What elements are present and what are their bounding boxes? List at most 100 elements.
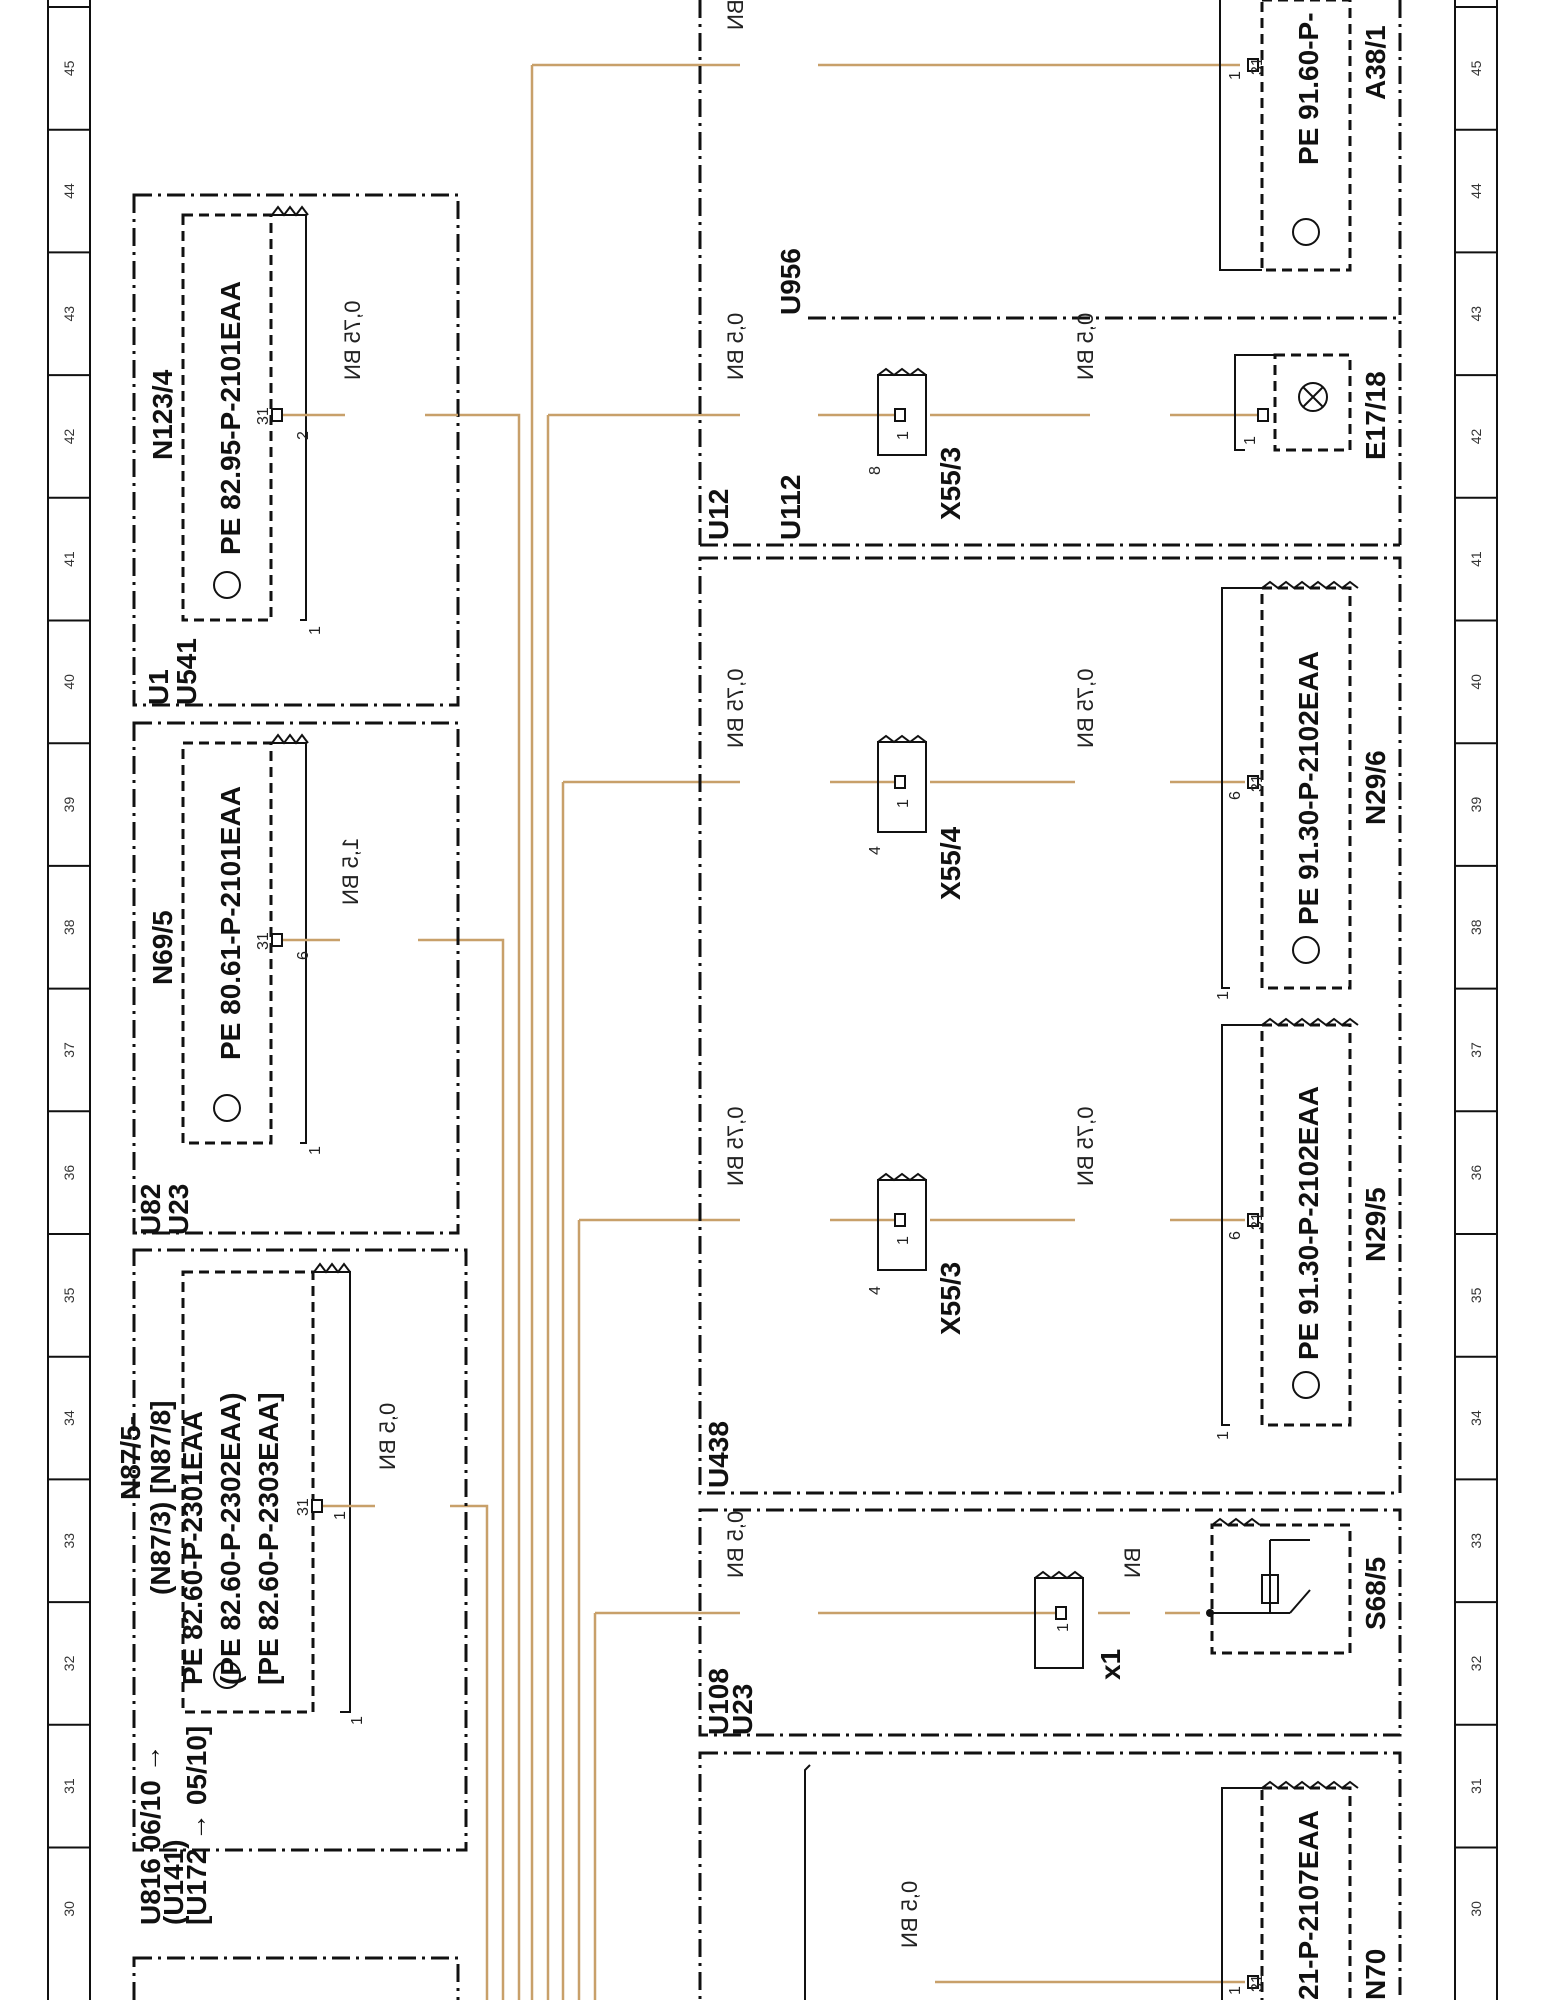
- pin-n29-6-6: 6: [1227, 791, 1244, 800]
- wire-bundle: [422, 63, 1258, 2000]
- module-label-u816: U816 06/10 →: [135, 1744, 166, 1925]
- pin-e17-18-1: 1: [1242, 436, 1259, 445]
- module-label-u82: U82: [135, 1184, 166, 1235]
- connector-label-x55-3-mid: X55/3: [935, 1262, 966, 1335]
- grid-number: 38: [61, 919, 77, 935]
- wire-label-top: 0,5 BN: [723, 0, 748, 30]
- pin-n87-31: 31: [295, 1498, 312, 1516]
- pin-x55-3-mid-4: 4: [867, 1286, 884, 1295]
- component-a38-1: [1219, 0, 1352, 272]
- pin-x55-4-1: 1: [895, 799, 912, 808]
- module-label-u12: U12: [703, 489, 734, 540]
- pin-n123-4-1: 1: [307, 626, 324, 635]
- pin-n123-4-31: 31: [255, 407, 272, 425]
- pin-n69-5-31: 31: [255, 932, 272, 950]
- component-label-n70: N70: [1360, 1949, 1391, 2000]
- pe-reference-n87-1: PE 82.60-P-2301EAA: [177, 1411, 208, 1685]
- grid-number: 42: [1468, 428, 1484, 444]
- pe-reference-a38-1: PE 91.60-P-: [1293, 12, 1324, 165]
- switch-s68-5: [1206, 1517, 1352, 1655]
- pin-n87-1: 1: [332, 1511, 349, 1520]
- grid-number: 44: [1468, 183, 1484, 199]
- pin-a38-1-1: 1: [1227, 71, 1244, 80]
- component-n70: [804, 1764, 1359, 2000]
- grid-number: 45: [1468, 60, 1484, 76]
- grid-number: 30: [61, 1901, 77, 1917]
- connector-x55-3-mid: [877, 1172, 927, 1271]
- grid-ruler-left: 45 44 43 42 41 40 39 38 37 36 35 34 33 32 31 30: [48, 6, 90, 1917]
- component-e17-18: [1234, 353, 1352, 452]
- wire-label-x55-3-top-right: 0,5 BN: [1073, 313, 1098, 380]
- component-label-n123-4: N123/4: [147, 369, 178, 460]
- grid-number: 41: [61, 551, 77, 567]
- component-label-n29-6: N29/6: [1360, 750, 1391, 825]
- wire-label-x1-left: 0,5 BN: [723, 1511, 748, 1578]
- connector-x55-4: [877, 734, 927, 833]
- module-label-u141: (U141): [158, 1839, 189, 1925]
- grid-number: 43: [1468, 306, 1484, 322]
- wire-label-x55-3-mid-left: 0,75 BN: [723, 1107, 748, 1187]
- pe-reference-n69-5: PE 80.61-P-2101EAA: [215, 786, 246, 1060]
- grid-number: 35: [61, 1287, 77, 1303]
- component-label-a38-1: A38/1: [1360, 25, 1391, 100]
- pin-n29-5-6: 6: [1227, 1231, 1244, 1240]
- grid-number: 34: [61, 1410, 77, 1426]
- grid-number: 37: [1468, 1042, 1484, 1058]
- wire-label-n69-5: 1,5 BN: [338, 838, 363, 905]
- connector-x1: [1034, 1570, 1084, 1669]
- grid-number: 34: [1468, 1410, 1484, 1426]
- pin-n29-5-31: 31: [1249, 1212, 1266, 1230]
- grid-number: 39: [61, 797, 77, 813]
- grid-number: 45: [61, 60, 77, 76]
- pin-x55-4-4: 4: [867, 846, 884, 855]
- grid-number: 42: [61, 428, 77, 444]
- grid-number: 37: [61, 1042, 77, 1058]
- pin-x55-3-top-8: 8: [867, 466, 884, 475]
- connector-label-x55-4: X55/4: [935, 826, 966, 900]
- grid-number: 31: [61, 1778, 77, 1794]
- module-u816-box: [132, 1248, 468, 2000]
- module-label-u438: U438: [703, 1421, 734, 1488]
- grid-number: 39: [1468, 797, 1484, 813]
- pin-n87-1b: 1: [349, 1716, 366, 1725]
- pe-reference-n87-2: (PE 82.60-P-2302EAA): [215, 1392, 246, 1685]
- module-label-u108: U108: [703, 1668, 734, 1735]
- component-label-n69-5: N69/5: [147, 910, 178, 985]
- pin-n69-5-6: 6: [295, 951, 312, 960]
- grid-number: 36: [61, 1165, 77, 1181]
- pin-x55-3-top-1: 1: [895, 431, 912, 440]
- wire-label-n123-4: 0,75 BN: [340, 301, 365, 381]
- grid-number: 32: [61, 1655, 77, 1671]
- connector-x55-3-top: [877, 367, 927, 456]
- pe-reference-n70: 21-P-2107EAA: [1293, 1810, 1324, 2000]
- module-label-u541: U541: [171, 638, 202, 705]
- grid-number: 35: [1468, 1287, 1484, 1303]
- module-label-u23: U23: [163, 1184, 194, 1235]
- wire-label-x55-4-right: 0,75 BN: [1073, 669, 1098, 749]
- grid-number: 43: [61, 306, 77, 322]
- pin-x1-1: 1: [1055, 1623, 1072, 1632]
- grid-number: 38: [1468, 919, 1484, 935]
- pin-a38-1-31: 31: [1249, 57, 1266, 75]
- module-label-u112: U112: [775, 475, 806, 540]
- module-u1-box: [132, 193, 460, 707]
- module-label-u172: [U172 → 05/10]: [181, 1726, 212, 1925]
- grid-number: 36: [1468, 1165, 1484, 1181]
- component-label-n87-5: N87/5-: [115, 1416, 146, 1500]
- grid-number: 33: [61, 1533, 77, 1549]
- module-label-u956: U956: [775, 248, 806, 315]
- grid-number: 41: [1468, 551, 1484, 567]
- grid-number: 40: [61, 674, 77, 690]
- pe-reference-n123-4: PE 82.95-P-2101EAA: [215, 281, 246, 555]
- pin-n69-5-1: 1: [307, 1146, 324, 1155]
- component-label-n87-3: (N87/3) [N87/8]: [145, 1400, 176, 1595]
- wire-label-x1-right: BN: [1120, 1547, 1145, 1578]
- pin-n70-31: 31: [1249, 1974, 1266, 1992]
- pin-n29-6-31: 31: [1249, 774, 1266, 792]
- component-label-n29-5: N29/5: [1360, 1187, 1391, 1262]
- component-n29-6: [1221, 580, 1359, 990]
- grid-number: 44: [61, 183, 77, 199]
- module-label-u23b: U23: [727, 1684, 758, 1735]
